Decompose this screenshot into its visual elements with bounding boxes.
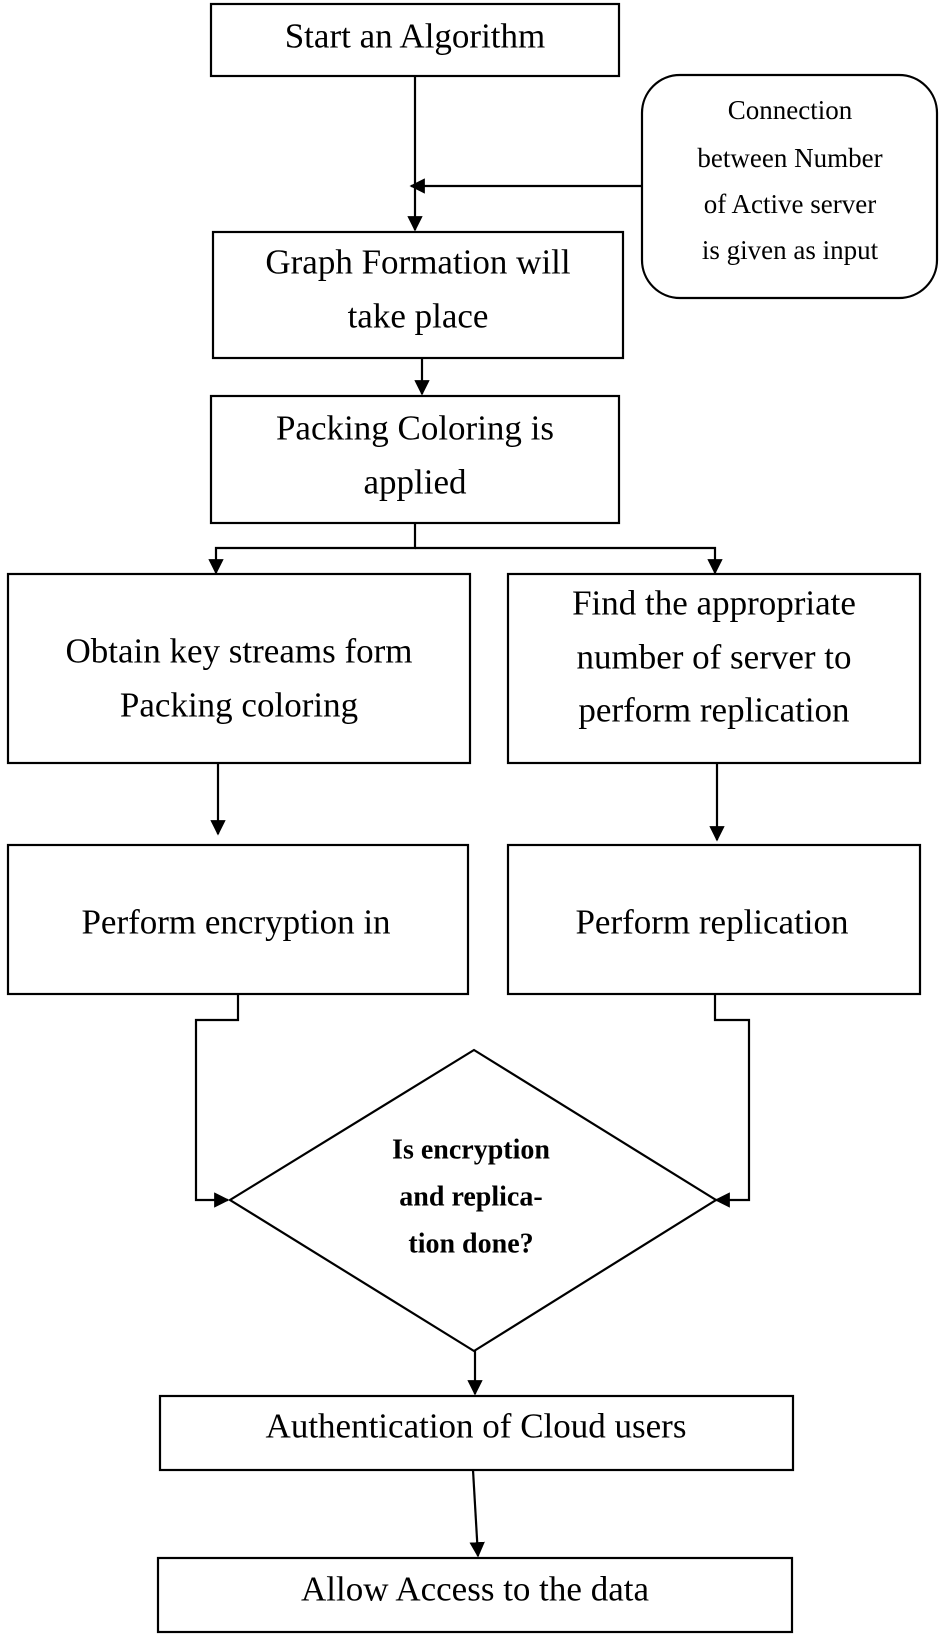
node-input-note-line-2: between Number xyxy=(697,143,882,173)
node-graph-formation-line-2: take place xyxy=(348,297,489,336)
edges xyxy=(194,76,751,1558)
node-input-note-line-1: Connection xyxy=(728,95,853,125)
node-encryption-line-1: Perform encryption in xyxy=(81,903,390,942)
edge-encryption-to-decision xyxy=(194,994,240,1208)
node-input-note-line-3: of Active server xyxy=(704,189,876,219)
node-find-servers-line-1: Find the appropriate xyxy=(572,584,856,623)
node-decision-line-3: tion done? xyxy=(408,1229,533,1260)
node-start: Start an Algorithm xyxy=(209,2,621,78)
edge-packing-coloring-split xyxy=(208,523,417,575)
node-find-servers-line-3: perform replication xyxy=(578,691,849,730)
node-allow-access: Allow Access to the data xyxy=(156,1556,794,1634)
node-key-streams: Obtain key streams form Packing coloring xyxy=(6,572,472,765)
node-find-servers: Find the appropriate number of server to… xyxy=(506,572,922,765)
node-allow-access-line-1: Allow Access to the data xyxy=(301,1570,649,1609)
node-encryption: Perform encryption in xyxy=(6,843,470,996)
node-key-streams-line-2: Packing coloring xyxy=(120,686,358,725)
node-packing-coloring-line-1: Packing Coloring is xyxy=(276,409,554,448)
edge-packing-coloring-to-find-servers xyxy=(415,546,723,575)
node-replication-line-1: Perform replication xyxy=(575,903,848,942)
node-decision-line-1: Is encryption xyxy=(392,1135,550,1166)
node-graph-formation: Graph Formation will take place xyxy=(211,230,625,360)
node-decision: Is encryption and replica- tion done? xyxy=(227,1048,719,1353)
node-authentication-line-1: Authentication of Cloud users xyxy=(266,1407,687,1446)
node-replication: Perform replication xyxy=(506,843,922,996)
node-start-line-1: Start an Algorithm xyxy=(285,17,546,56)
node-input-note-line-4: is given as input xyxy=(702,235,879,265)
node-graph-formation-line-1: Graph Formation will xyxy=(265,243,571,282)
node-input-note: Connection between Number of Active serv… xyxy=(640,73,939,300)
node-key-streams-line-1: Obtain key streams form xyxy=(66,632,413,671)
node-authentication: Authentication of Cloud users xyxy=(158,1394,795,1472)
edge-replication-to-decision xyxy=(713,994,751,1208)
edge-authentication-to-allow-access xyxy=(469,1469,485,1558)
node-packing-coloring: Packing Coloring is applied xyxy=(209,394,621,525)
node-decision-line-2: and replica- xyxy=(399,1182,542,1213)
node-find-servers-line-2: number of server to xyxy=(576,638,851,677)
node-packing-coloring-line-2: applied xyxy=(363,463,467,502)
